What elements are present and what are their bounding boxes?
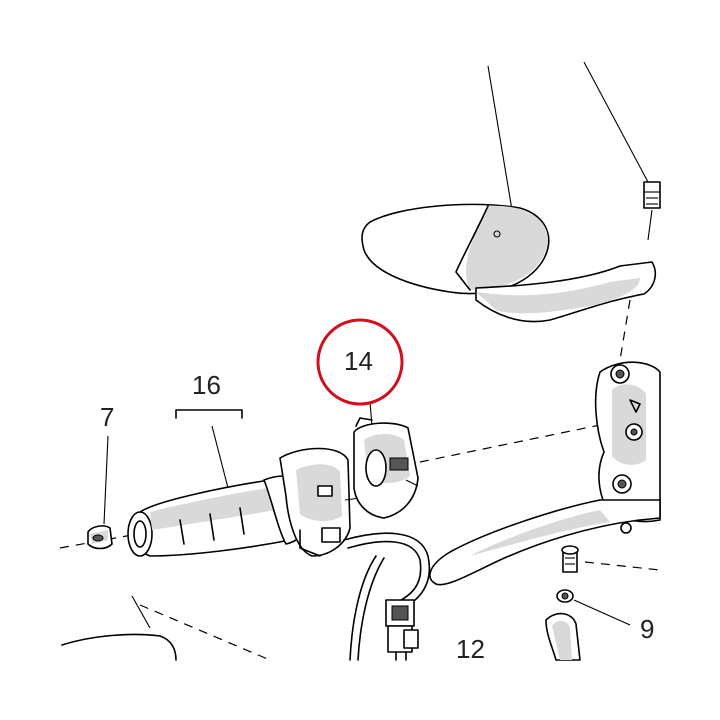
highlight-circle	[316, 318, 404, 406]
callout-16: 16	[192, 370, 221, 400]
bolt-and-washer	[545, 545, 631, 661]
brake-lever-assembly	[429, 361, 661, 586]
callout-12: 12	[456, 634, 485, 664]
callout-labels: 7 16 14 12 9	[100, 346, 654, 664]
mirror-assembly	[361, 61, 661, 323]
switch-cover	[353, 401, 419, 519]
callout-14: 14	[344, 346, 373, 376]
wiring-harness	[343, 532, 431, 661]
callout-7: 7	[100, 402, 114, 432]
grip-assembly	[127, 409, 361, 557]
callout-9: 9	[640, 614, 654, 644]
grip-end-insert	[87, 435, 113, 550]
handlebar-fragment	[61, 595, 177, 661]
